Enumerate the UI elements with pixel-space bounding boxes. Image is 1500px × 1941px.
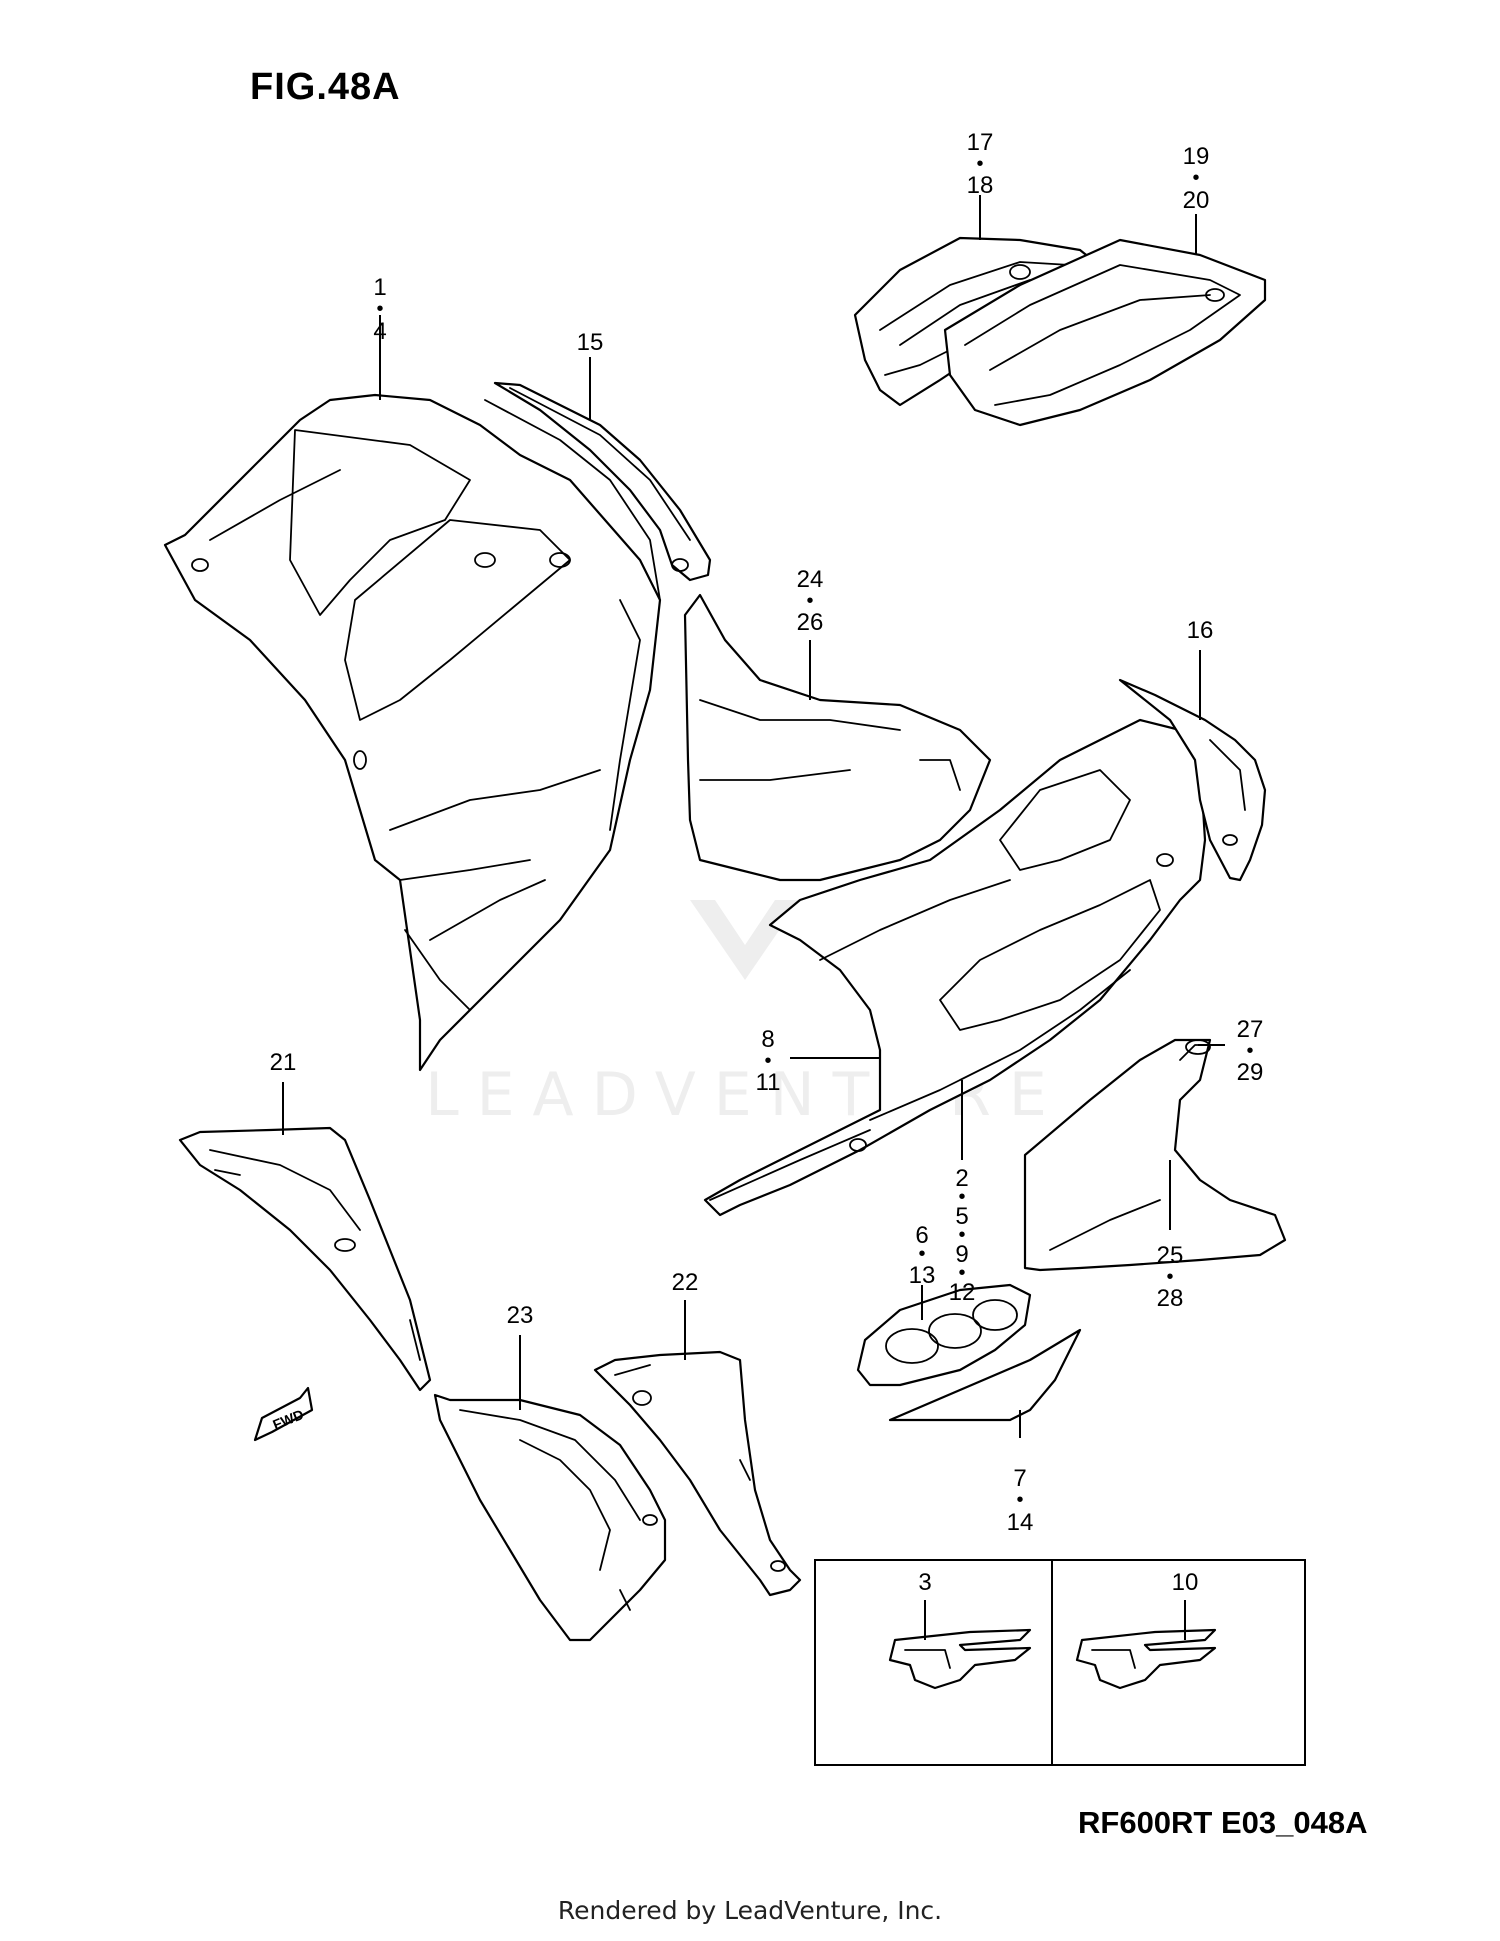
svg-text:2: 2: [955, 1165, 968, 1192]
leader-lines: [282, 195, 1225, 1640]
svg-text:4: 4: [373, 318, 386, 345]
svg-text:•: •: [958, 1224, 965, 1246]
part-under-cowling-8-11[interactable]: [703, 718, 1207, 1217]
callout-24-26: 24 • 26: [797, 566, 824, 636]
svg-text:11: 11: [756, 1069, 781, 1096]
part-air-duct-19-20[interactable]: [943, 238, 1267, 427]
callout-22: 22: [672, 1269, 699, 1296]
callout-2-5-9-12: 2 • 5 • 9 • 12: [949, 1165, 976, 1306]
decal-box: [814, 1559, 1306, 1766]
svg-text:26: 26: [797, 609, 824, 636]
part-lower-cowl-23[interactable]: [433, 1393, 667, 1642]
callout-19-20: 19 • 20: [1183, 143, 1210, 214]
part-rf-decal-3[interactable]: [888, 1628, 1032, 1690]
callout-6-13: 6 • 13: [909, 1222, 936, 1289]
part-upper-fairing-left[interactable]: [163, 393, 662, 1072]
svg-text:29: 29: [1237, 1059, 1264, 1086]
callout-8-11: 8 • 11: [756, 1026, 781, 1096]
svg-text:•: •: [806, 590, 813, 612]
svg-text:14: 14: [1007, 1509, 1034, 1536]
svg-text:5: 5: [955, 1203, 968, 1230]
callout-21: 21: [270, 1049, 297, 1076]
callout-17-18: 17 • 18: [967, 129, 994, 199]
svg-text:20: 20: [1183, 187, 1210, 214]
svg-text:13: 13: [909, 1262, 936, 1289]
svg-text:•: •: [1192, 167, 1199, 189]
svg-text:3: 3: [918, 1569, 931, 1596]
svg-text:1: 1: [373, 274, 386, 301]
callout-10: 10: [1172, 1569, 1199, 1596]
part-rf-decal-10[interactable]: [1075, 1628, 1217, 1690]
svg-text:16: 16: [1187, 617, 1214, 644]
svg-text:•: •: [918, 1243, 925, 1265]
svg-text:•: •: [1016, 1489, 1023, 1511]
part-emblem-27-29: [1185, 1039, 1211, 1055]
figure-title: FIG.48A: [250, 66, 401, 108]
part-emblem-600-6-13[interactable]: [856, 1283, 1032, 1387]
svg-text:7: 7: [1013, 1465, 1026, 1492]
svg-text:22: 22: [672, 1269, 699, 1296]
part-side-cowl-21[interactable]: [178, 1126, 432, 1392]
svg-text:•: •: [764, 1050, 771, 1072]
diagram-code: RF600RT E03_048A: [1078, 1805, 1368, 1840]
svg-text:6: 6: [915, 1222, 928, 1249]
svg-text:•: •: [958, 1262, 965, 1284]
part-side-cover-25-28[interactable]: [1023, 1038, 1287, 1272]
callout-16: 16: [1187, 617, 1214, 644]
footer-credit: Rendered by LeadVenture, Inc.: [557, 1896, 943, 1925]
svg-text:•: •: [376, 298, 383, 320]
svg-text:18: 18: [967, 172, 994, 199]
svg-text:•: •: [1246, 1040, 1253, 1062]
svg-text:21: 21: [270, 1049, 297, 1076]
callout-23: 23: [507, 1302, 534, 1329]
part-trim-strip-15[interactable]: [493, 381, 712, 582]
svg-text:•: •: [1166, 1266, 1173, 1288]
callout-27-29: 27 • 29: [1237, 1016, 1264, 1086]
decal-box-frame: [814, 1559, 1306, 1766]
svg-text:23: 23: [507, 1302, 534, 1329]
svg-text:•: •: [958, 1186, 965, 1208]
callout-25-28: 25 • 28: [1157, 1242, 1184, 1312]
part-lower-panel-22[interactable]: [593, 1350, 802, 1597]
part-inner-panel-24-26[interactable]: [683, 593, 992, 882]
svg-text:27: 27: [1237, 1016, 1264, 1043]
svg-text:25: 25: [1157, 1242, 1184, 1269]
forward-direction-marker: FWD: [253, 1386, 314, 1442]
svg-text:28: 28: [1157, 1285, 1184, 1312]
part-side-piece-16[interactable]: [1118, 678, 1267, 882]
callout-1-4: 1 • 4: [373, 274, 386, 345]
callout-7-14: 7 • 14: [1007, 1465, 1034, 1536]
svg-text:24: 24: [797, 566, 824, 593]
callout-3: 3: [918, 1569, 931, 1596]
forward-arrow-icon: [253, 1386, 314, 1442]
callout-15: 15: [577, 329, 604, 356]
svg-text:12: 12: [949, 1279, 976, 1306]
svg-text:10: 10: [1172, 1569, 1199, 1596]
part-decal-7-14[interactable]: [888, 1328, 1082, 1422]
svg-text:8: 8: [761, 1026, 774, 1053]
svg-text:19: 19: [1183, 143, 1210, 170]
svg-text:15: 15: [577, 329, 604, 356]
svg-text:•: •: [976, 153, 983, 175]
svg-text:17: 17: [967, 129, 994, 156]
svg-text:9: 9: [955, 1241, 968, 1268]
